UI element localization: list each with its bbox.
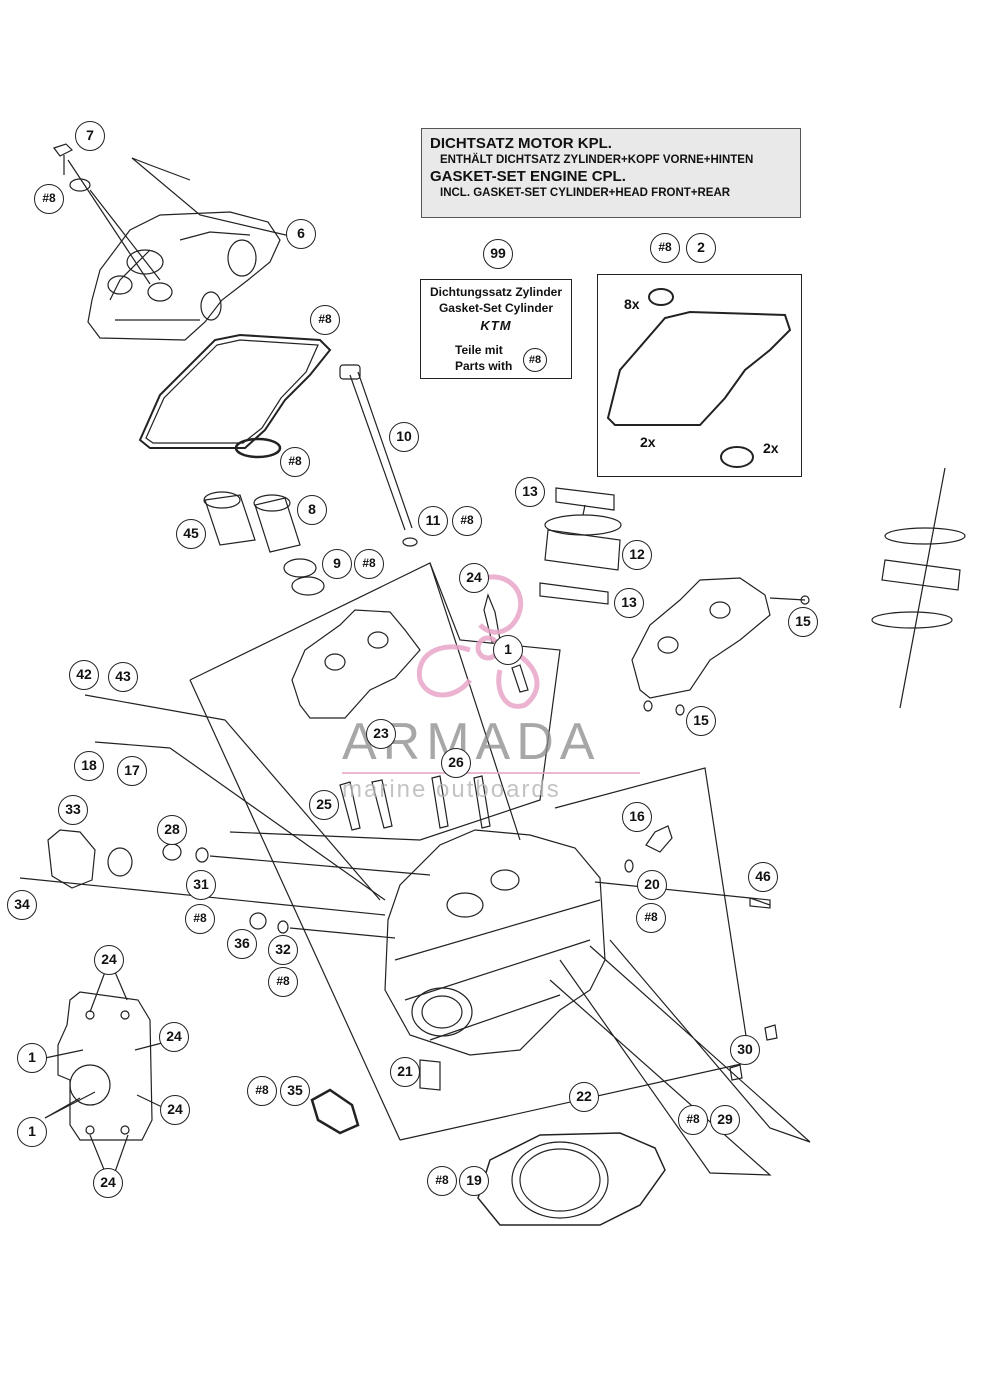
callout-28[interactable]: 28 <box>157 815 187 845</box>
callout-24[interactable]: 24 <box>159 1022 189 1052</box>
callout-1[interactable]: 1 <box>493 635 523 665</box>
kit-line-2: Gasket-Set Cylinder <box>438 301 554 315</box>
callout-ref-8[interactable]: #8 <box>452 506 482 536</box>
kit-badge: #8 <box>523 348 547 372</box>
callout-24[interactable]: 24 <box>93 1168 123 1198</box>
callout-15[interactable]: 15 <box>788 607 818 637</box>
gasket-set-info-box: DICHTSATZ MOTOR KPL. ENTHÄLT DICHTSATZ Z… <box>421 128 801 218</box>
callout-36[interactable]: 36 <box>227 929 257 959</box>
callout-2[interactable]: 2 <box>686 233 716 263</box>
info-line-1: DICHTSATZ MOTOR KPL. <box>430 135 612 152</box>
callout-ref-8[interactable]: #8 <box>354 549 384 579</box>
cylinder-head <box>384 829 606 1056</box>
callout-6[interactable]: 6 <box>286 219 316 249</box>
callout-ref-8[interactable]: #8 <box>636 903 666 933</box>
callout-46[interactable]: 46 <box>748 862 778 892</box>
cylinder-gasket-kit-box: Dichtungssatz Zylinder Gasket-Set Cylind… <box>420 279 572 379</box>
kit-line-1: Dichtungssatz Zylinder <box>429 285 563 299</box>
callout-ref-8[interactable]: #8 <box>678 1105 708 1135</box>
callout-ref-8[interactable]: #8 <box>280 447 310 477</box>
callout-ref-8[interactable]: #8 <box>34 184 64 214</box>
chain-guide-plate <box>57 991 153 1141</box>
callout-ref-8[interactable]: #8 <box>247 1076 277 1106</box>
callout-24[interactable]: 24 <box>94 945 124 975</box>
camshaft-carrier-left <box>291 609 421 719</box>
info-line-3: GASKET-SET ENGINE CPL. <box>430 168 626 185</box>
callout-32[interactable]: 32 <box>268 935 298 965</box>
callout-8[interactable]: 8 <box>297 495 327 525</box>
valve-cover-gasket <box>138 333 332 449</box>
valve-cover <box>87 211 281 341</box>
callout-29[interactable]: 29 <box>710 1105 740 1135</box>
callout-13[interactable]: 13 <box>614 588 644 618</box>
callout-25[interactable]: 25 <box>309 790 339 820</box>
callout-ref-8[interactable]: #8 <box>310 305 340 335</box>
callout-34[interactable]: 34 <box>7 890 37 920</box>
camshaft-carrier-right <box>631 577 771 699</box>
callout-30[interactable]: 30 <box>730 1035 760 1065</box>
callout-42[interactable]: 42 <box>69 660 99 690</box>
callout-18[interactable]: 18 <box>74 751 104 781</box>
callout-24[interactable]: 24 <box>459 563 489 593</box>
info-line-2: ENTHÄLT DICHTSATZ ZYLINDER+KOPF VORNE+HI… <box>440 154 754 166</box>
qty-ring: 2x <box>763 440 779 456</box>
callout-33[interactable]: 33 <box>58 795 88 825</box>
gasket-parts-box: 8x 2x 2x <box>597 274 802 477</box>
qty-seal: 8x <box>624 296 640 312</box>
callout-26[interactable]: 26 <box>441 748 471 778</box>
callout-17[interactable]: 17 <box>117 756 147 786</box>
callout-7[interactable]: 7 <box>75 121 105 151</box>
kit-line-4: Parts with <box>455 359 513 373</box>
callout-24[interactable]: 24 <box>160 1095 190 1125</box>
head-gasket <box>477 1132 666 1226</box>
callout-11[interactable]: 11 <box>418 506 448 536</box>
callout-22[interactable]: 22 <box>569 1082 599 1112</box>
info-line-4: INCL. GASKET-SET CYLINDER+HEAD FRONT+REA… <box>440 187 731 199</box>
callout-35[interactable]: 35 <box>280 1076 310 1106</box>
callout-ref-8[interactable]: #8 <box>268 967 298 997</box>
callout-1[interactable]: 1 <box>17 1043 47 1073</box>
callout-99[interactable]: 99 <box>483 239 513 269</box>
callout-31[interactable]: 31 <box>186 870 216 900</box>
callout-9[interactable]: 9 <box>322 549 352 579</box>
callout-ref-8[interactable]: #8 <box>650 233 680 263</box>
callout-19[interactable]: 19 <box>459 1166 489 1196</box>
ktm-logo: KTM <box>480 318 512 333</box>
callout-45[interactable]: 45 <box>176 519 206 549</box>
callout-16[interactable]: 16 <box>622 802 652 832</box>
callout-1[interactable]: 1 <box>17 1117 47 1147</box>
callout-21[interactable]: 21 <box>390 1057 420 1087</box>
callout-43[interactable]: 43 <box>108 662 138 692</box>
callout-20[interactable]: 20 <box>637 870 667 900</box>
callout-13[interactable]: 13 <box>515 477 545 507</box>
callout-23[interactable]: 23 <box>366 719 396 749</box>
callout-12[interactable]: 12 <box>622 540 652 570</box>
qty-gasket: 2x <box>640 434 656 450</box>
callout-15[interactable]: 15 <box>686 706 716 736</box>
callout-ref-8[interactable]: #8 <box>427 1166 457 1196</box>
watermark-tagline: marine outboards <box>342 776 561 803</box>
callout-10[interactable]: 10 <box>389 422 419 452</box>
callout-ref-8[interactable]: #8 <box>185 904 215 934</box>
kit-line-3: Teile mit <box>455 343 503 357</box>
